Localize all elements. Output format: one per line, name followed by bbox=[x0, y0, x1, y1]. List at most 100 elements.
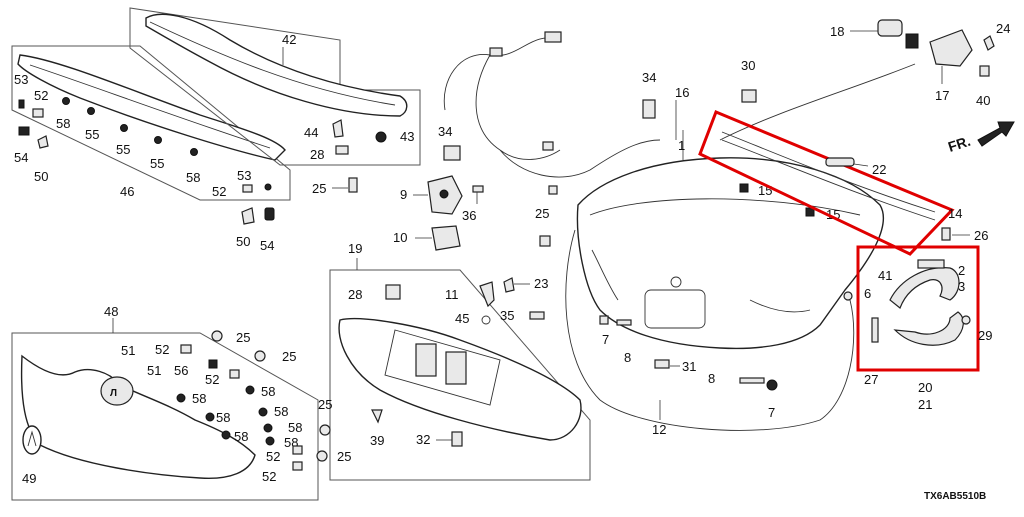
callout-52[interactable]: 52 bbox=[34, 88, 48, 103]
bolt-29-shape bbox=[961, 315, 971, 325]
callout-25[interactable]: 25 bbox=[337, 449, 351, 464]
callout-25[interactable]: 25 bbox=[535, 206, 549, 221]
callout-31[interactable]: 31 bbox=[682, 359, 696, 374]
callout-29[interactable]: 29 bbox=[978, 328, 992, 343]
callout-50[interactable]: 50 bbox=[236, 234, 250, 249]
spoiler-assembly-46: 53 52 58 55 55 55 58 54 50 46 53 52 50 5… bbox=[11, 45, 291, 253]
garnish-assembly-19: 19 28 11 23 45 35 39 32 bbox=[329, 241, 591, 481]
bumper-7b-shape bbox=[766, 379, 778, 391]
callout-50[interactable]: 50 bbox=[34, 169, 48, 184]
clip-58c-shape bbox=[176, 393, 186, 403]
callout-17[interactable]: 17 bbox=[935, 88, 949, 103]
callout-51[interactable]: 51 bbox=[121, 343, 135, 358]
clip-58-shape bbox=[62, 97, 70, 105]
hinge-2-3 bbox=[889, 267, 960, 309]
callout-51[interactable]: 51 bbox=[147, 363, 161, 378]
callout-58[interactable]: 58 bbox=[56, 116, 70, 131]
callout-40[interactable]: 40 bbox=[976, 93, 990, 108]
callout-20[interactable]: 20 bbox=[918, 380, 932, 395]
callout-9[interactable]: 9 bbox=[400, 187, 407, 202]
callout-58[interactable]: 58 bbox=[234, 429, 248, 444]
callout-48[interactable]: 48 bbox=[104, 304, 118, 319]
cap-43-shape bbox=[375, 131, 387, 143]
callout-14[interactable]: 14 bbox=[948, 206, 962, 221]
callout-55[interactable]: 55 bbox=[116, 142, 130, 157]
callout-27[interactable]: 27 bbox=[864, 372, 878, 387]
callout-52[interactable]: 52 bbox=[205, 372, 219, 387]
callout-52[interactable]: 52 bbox=[212, 184, 226, 199]
callout-44[interactable]: 44 bbox=[304, 125, 318, 140]
callout-56[interactable]: 56 bbox=[174, 363, 188, 378]
nut-52e-shape bbox=[292, 445, 303, 455]
callout-55[interactable]: 55 bbox=[150, 156, 164, 171]
callout-45[interactable]: 45 bbox=[455, 311, 469, 326]
callout-8[interactable]: 8 bbox=[708, 371, 715, 386]
callout-43[interactable]: 43 bbox=[400, 129, 414, 144]
lid-lamp-outlines bbox=[591, 249, 811, 313]
callout-25[interactable]: 25 bbox=[236, 330, 250, 345]
callout-58[interactable]: 58 bbox=[288, 420, 302, 435]
callout-55[interactable]: 55 bbox=[85, 127, 99, 142]
callout-41[interactable]: 41 bbox=[878, 268, 892, 283]
callout-25[interactable]: 25 bbox=[312, 181, 326, 196]
callout-58[interactable]: 58 bbox=[261, 384, 275, 399]
wire-harness bbox=[443, 37, 661, 178]
callout-11[interactable]: 11 bbox=[445, 287, 459, 302]
callout-30[interactable]: 30 bbox=[741, 58, 755, 73]
clip-8-shape bbox=[616, 319, 632, 326]
callout-1[interactable]: 1 bbox=[678, 138, 685, 153]
callout-18[interactable]: 18 bbox=[830, 24, 844, 39]
callout-53[interactable]: 53 bbox=[237, 168, 251, 183]
callout-23[interactable]: 23 bbox=[534, 276, 548, 291]
callout-16[interactable]: 16 bbox=[675, 85, 689, 100]
callout-10[interactable]: 10 bbox=[393, 230, 407, 245]
callout-58[interactable]: 58 bbox=[192, 391, 206, 406]
clip-55b-shape bbox=[120, 124, 128, 132]
callout-25[interactable]: 25 bbox=[318, 397, 332, 412]
callout-26[interactable]: 26 bbox=[974, 228, 988, 243]
callout-28[interactable]: 28 bbox=[310, 147, 324, 162]
callout-54[interactable]: 54 bbox=[260, 238, 274, 253]
callout-52[interactable]: 52 bbox=[266, 449, 280, 464]
callout-49[interactable]: 49 bbox=[22, 471, 36, 486]
clip-58i-shape bbox=[265, 436, 275, 446]
callout-36[interactable]: 36 bbox=[462, 208, 476, 223]
emblem-mount bbox=[100, 376, 134, 406]
callout-3[interactable]: 3 bbox=[958, 279, 965, 294]
callout-53[interactable]: 53 bbox=[14, 72, 28, 87]
callout-2[interactable]: 2 bbox=[958, 263, 965, 278]
callout-52[interactable]: 52 bbox=[262, 469, 276, 484]
lid-top-crease bbox=[589, 198, 861, 216]
cap-54-shape bbox=[18, 126, 30, 136]
callout-32[interactable]: 32 bbox=[416, 432, 430, 447]
callout-24[interactable]: 24 bbox=[996, 21, 1010, 36]
callout-58[interactable]: 58 bbox=[274, 404, 288, 419]
callout-58[interactable]: 58 bbox=[216, 410, 230, 425]
callout-28[interactable]: 28 bbox=[348, 287, 362, 302]
callout-34[interactable]: 34 bbox=[438, 124, 452, 139]
callout-46[interactable]: 46 bbox=[120, 184, 134, 199]
callout-21[interactable]: 21 bbox=[918, 397, 932, 412]
connector-shape bbox=[548, 185, 558, 195]
bolt-25d-shape bbox=[254, 350, 266, 362]
callout-6[interactable]: 6 bbox=[864, 286, 871, 301]
diagram-code: TX6AB5510B bbox=[924, 491, 986, 502]
callout-39[interactable]: 39 bbox=[370, 433, 384, 448]
callout-34[interactable]: 34 bbox=[642, 70, 656, 85]
callout-7[interactable]: 7 bbox=[602, 332, 609, 347]
callout-25[interactable]: 25 bbox=[282, 349, 296, 364]
callout-22[interactable]: 22 bbox=[872, 162, 886, 177]
lock-group: 9 36 10 25 bbox=[393, 175, 551, 251]
callout-35[interactable]: 35 bbox=[500, 308, 514, 323]
nut-52d-shape bbox=[229, 369, 240, 379]
callout-58[interactable]: 58 bbox=[186, 170, 200, 185]
callout-42[interactable]: 42 bbox=[282, 32, 296, 47]
callout-19[interactable]: 19 bbox=[348, 241, 362, 256]
callout-12[interactable]: 12 bbox=[652, 422, 666, 437]
callout-54[interactable]: 54 bbox=[14, 150, 28, 165]
callout-7[interactable]: 7 bbox=[768, 405, 775, 420]
callout-52[interactable]: 52 bbox=[155, 342, 169, 357]
bumper-31-shape bbox=[654, 359, 670, 369]
callout-8[interactable]: 8 bbox=[624, 350, 631, 365]
